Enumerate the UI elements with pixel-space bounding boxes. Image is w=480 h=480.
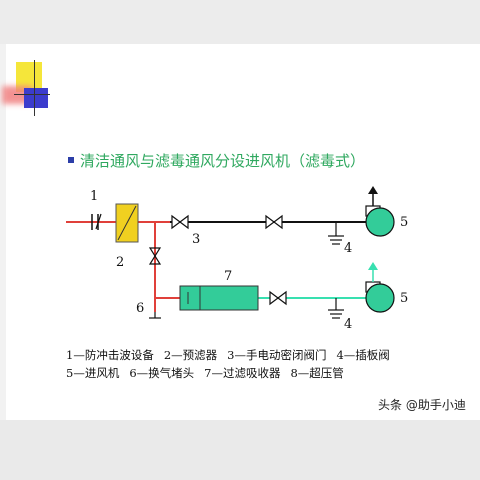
bottom-band xyxy=(0,420,480,480)
label-2: 2 xyxy=(116,255,124,270)
legend-item: 4—插板阀 xyxy=(336,348,390,362)
blast-protection-device-icon xyxy=(91,213,102,230)
bullet-icon xyxy=(68,157,74,163)
label-4-bottom: 4 xyxy=(344,317,352,332)
sealed-valve-icon xyxy=(171,214,189,230)
legend: 1—防冲击波设备 2—预滤器 3—手电动密闭阀门 4—插板阀 5—进风机 6—换… xyxy=(66,346,466,382)
fan-top-icon xyxy=(365,186,395,237)
legend-item: 8—超压管 xyxy=(290,366,344,380)
exhaust-plug-icon xyxy=(149,312,161,319)
sealed-valve-2-icon xyxy=(265,214,283,230)
fan-bottom-icon xyxy=(365,262,395,313)
label-3: 3 xyxy=(192,232,200,247)
slide-title-text: 清洁通风与滤毒通风分设进风机（滤毒式） xyxy=(80,151,366,170)
decor-blue-square xyxy=(24,88,48,108)
label-5-top: 5 xyxy=(400,215,408,230)
slide-background xyxy=(6,44,480,420)
legend-item: 1—防冲击波设备 xyxy=(66,348,154,362)
legend-row-1: 1—防冲击波设备 2—预滤器 3—手电动密闭阀门 4—插板阀 xyxy=(66,346,466,364)
legend-item: 7—过滤吸收器 xyxy=(204,366,281,380)
legend-item: 2—预滤器 xyxy=(163,348,218,362)
gate-valve-bottom-icon xyxy=(328,298,344,319)
prefilter-diagonal xyxy=(117,205,137,241)
decor-vertical-line xyxy=(34,60,35,116)
gate-valve-top-icon xyxy=(328,222,344,245)
label-5-bottom: 5 xyxy=(400,291,408,306)
decor-horizontal-line xyxy=(14,94,50,95)
filter-absorber-box xyxy=(179,285,259,311)
label-6: 6 xyxy=(136,301,144,316)
legend-row-2: 5—进风机 6—换气堵头 7—过滤吸收器 8—超压管 xyxy=(66,364,466,382)
legend-item: 5—进风机 xyxy=(66,366,120,380)
slide-title: 清洁通风与滤毒通风分设进风机（滤毒式） xyxy=(68,149,365,171)
legend-item: 6—换气堵头 xyxy=(129,366,195,380)
legend-item: 3—手电动密闭阀门 xyxy=(227,348,327,362)
filter-line-valve-icon xyxy=(269,290,287,306)
label-7: 7 xyxy=(224,269,232,284)
watermark: 头条 @助手小迪 xyxy=(372,394,472,414)
label-4-top: 4 xyxy=(344,241,352,256)
label-1: 1 xyxy=(90,189,98,204)
branch-valve-icon xyxy=(148,247,162,265)
top-band xyxy=(0,0,480,44)
